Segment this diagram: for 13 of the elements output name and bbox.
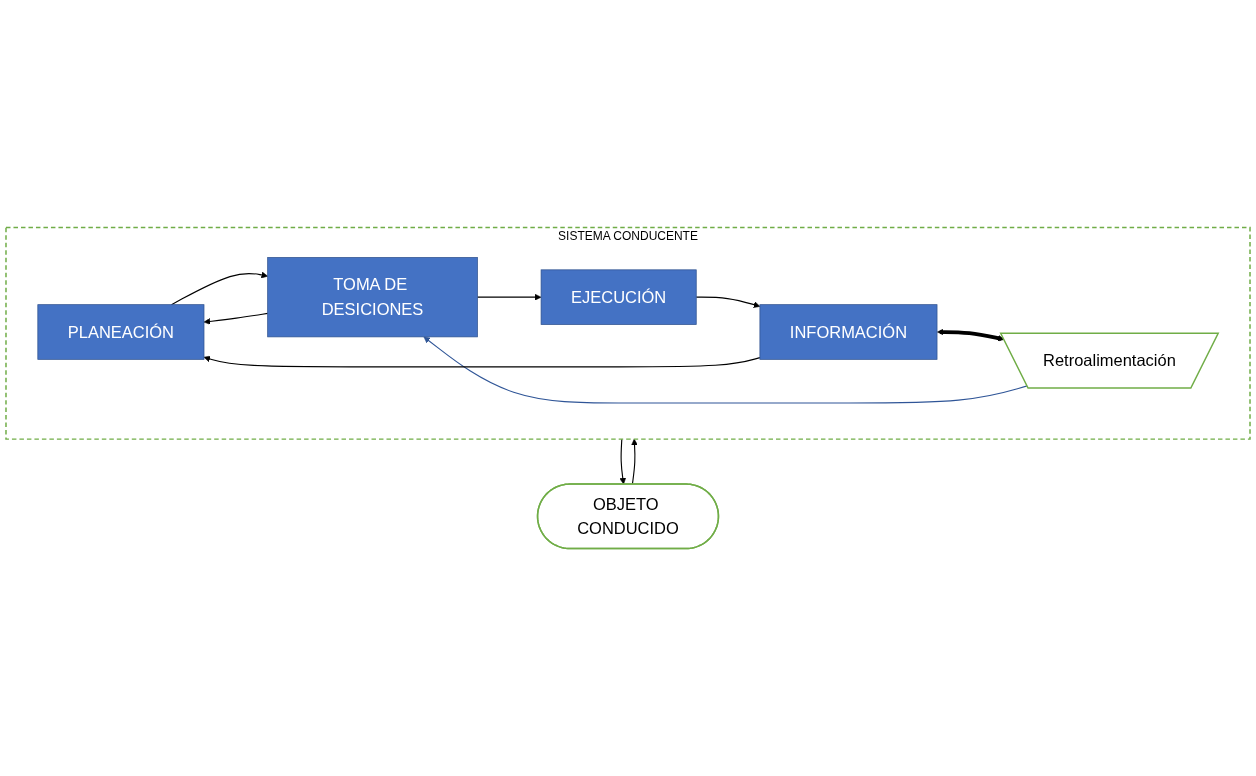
node-box: PLANEACIÓN (37, 304, 205, 360)
arrow (619, 438, 627, 485)
arrow (695, 296, 761, 308)
node-box: INFORMACIÓN (759, 304, 938, 360)
arrow (170, 271, 268, 306)
arrow (937, 328, 1005, 342)
node-box: TOMA DE DESICIONES (267, 257, 478, 338)
arrow (203, 312, 269, 325)
arrow (476, 293, 542, 301)
arrow (631, 438, 638, 485)
arrow (203, 355, 761, 368)
node-box: EJECUCIÓN (540, 269, 697, 325)
arrow (423, 336, 1028, 404)
